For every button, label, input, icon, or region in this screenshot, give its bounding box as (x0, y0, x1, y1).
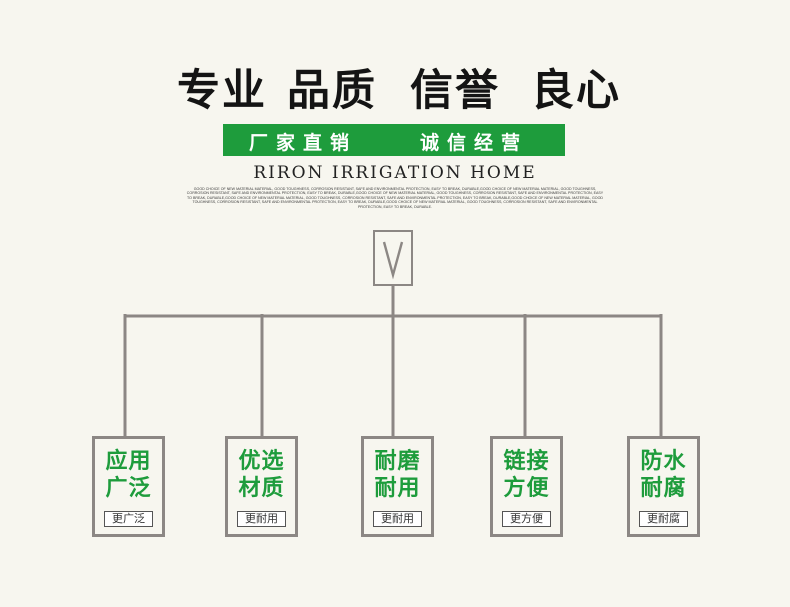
feature-tag: 更耐腐 (639, 511, 688, 527)
banner-left-text: 厂家直销 (249, 132, 358, 154)
feature-title-line2: 材质 (238, 476, 285, 501)
headline-word-2: 品质 (287, 66, 377, 116)
feature-title-line1: 优选 (238, 449, 285, 474)
feature-box-2: 优选 材质 更耐用 (225, 436, 298, 537)
feature-tag: 更方便 (502, 511, 551, 527)
root-v-box (373, 230, 413, 286)
feature-title-line1: 应用 (105, 449, 152, 474)
feature-tag: 更耐用 (237, 511, 286, 527)
feature-title-line1: 防水 (640, 449, 687, 474)
feature-box-5: 防水 耐腐 更耐腐 (627, 436, 700, 537)
v-letter-icon (382, 241, 404, 280)
feature-title-line1: 链接 (503, 449, 550, 474)
feature-box-1: 应用 广泛 更广泛 (92, 436, 165, 537)
banner-right-text: 诚信经营 (420, 132, 529, 154)
feature-box-4: 链接 方便 更方便 (490, 436, 563, 537)
feature-tag: 更广泛 (104, 511, 153, 527)
feature-title-line2: 耐用 (374, 476, 421, 501)
fine-print: GOOD CHOICE OF NEW MATERIAL MATERIAL, GO… (186, 187, 604, 209)
feature-title-line1: 耐磨 (374, 449, 421, 474)
brand-title: RIRON IRRIGATION HOME (253, 163, 537, 183)
feature-title-line2: 耐腐 (640, 476, 687, 501)
green-banner: 厂家直销 诚信经营 (223, 124, 565, 156)
feature-title-line2: 方便 (503, 476, 550, 501)
headline-word-1: 专业 (177, 66, 267, 116)
headline: 专业 品质 信誉 良心 (0, 56, 790, 116)
feature-title-line2: 广泛 (105, 476, 152, 501)
headline-word-4: 良心 (531, 66, 621, 116)
feature-tag: 更耐用 (373, 511, 422, 527)
headline-word-3: 信誉 (410, 66, 500, 116)
feature-box-3: 耐磨 耐用 更耐用 (361, 436, 434, 537)
